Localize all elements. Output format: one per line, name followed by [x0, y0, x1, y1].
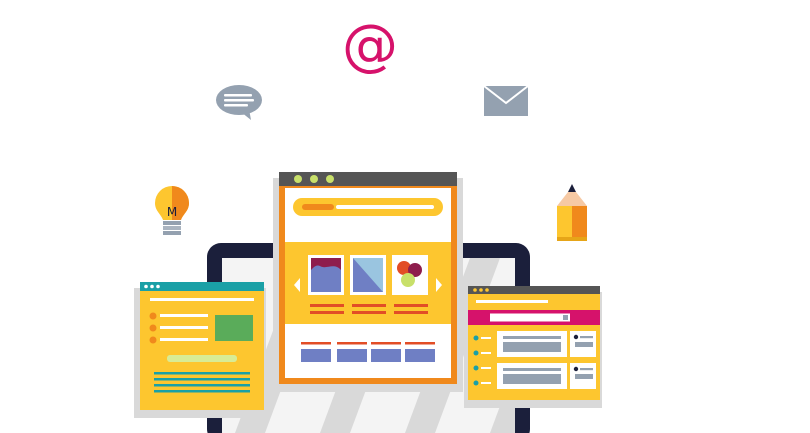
pencil-icon	[557, 184, 587, 241]
speech-bubble-icon	[216, 85, 262, 120]
browser-window-right	[464, 286, 602, 408]
envelope-icon	[483, 85, 529, 116]
browser-window-left	[134, 282, 266, 418]
at-sign-icon: @	[342, 13, 398, 78]
lightbulb-icon: M	[155, 186, 189, 235]
lightbulb-filament: M	[167, 205, 177, 219]
browser-window-center	[273, 172, 463, 392]
